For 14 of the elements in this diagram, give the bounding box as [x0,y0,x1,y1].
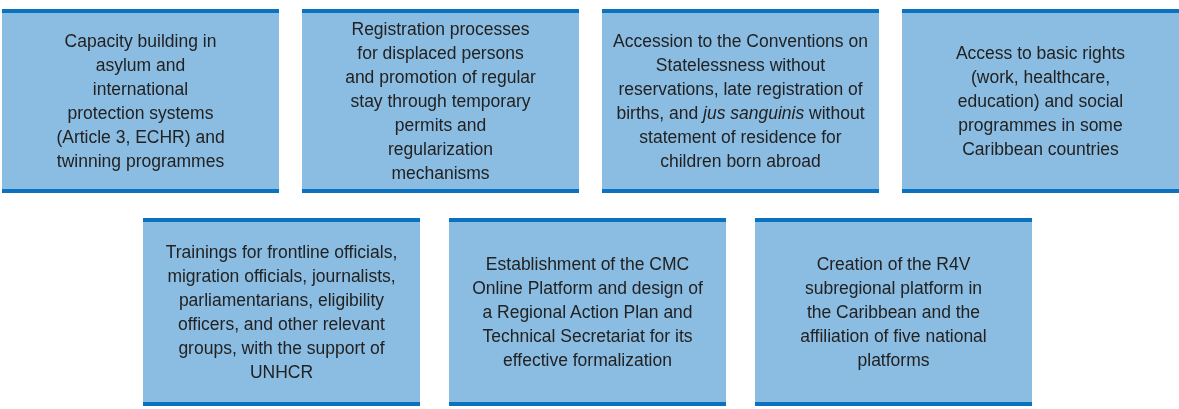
text-card [755,218,1032,406]
card-text: Establishment of the CMC Online Platform and design of a Regional Action Plan and Technical Secretariat for its effective formalization [471,253,704,372]
card-text: Creation of the R4V subregional platform in the Caribbean and the affiliation of five national platforms [799,253,988,372]
text-card [902,9,1179,193]
text-card [302,9,579,193]
card-text: Registration processes for displaced persons and promotion of regular stay through temporary permits and regularization mechanisms [344,18,537,185]
card-text: Accession to the Conventions on Statelessness without reservations, late registration of births, and jus sanguinis without statement of residence for children born abroad [612,30,869,173]
text-card [602,9,879,193]
card-text: Access to basic rights (work, healthcare, education) and social programmes in some Caribbean countries [954,42,1127,161]
text-card [2,9,279,193]
card-text: Capacity building in asylum and international protection systems (Article 3, ECHR) and twinning programmes [55,30,226,173]
text-card [449,218,726,406]
text-card [143,218,420,406]
card-text: Trainings for frontline officials, migration officials, journalists, parliamentarians, eligibility officers, and other relevant groups, with the support of UNHCR [164,241,399,384]
